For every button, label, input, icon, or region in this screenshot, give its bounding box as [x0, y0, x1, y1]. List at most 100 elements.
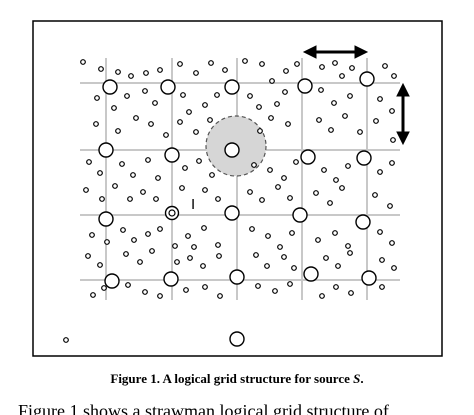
sensor-node [391, 73, 397, 79]
sensor-node [63, 337, 69, 343]
dominating-node [102, 79, 118, 95]
sensor-node [142, 88, 148, 94]
grid-lines [80, 58, 400, 300]
sensor-node [148, 121, 154, 127]
sensor-node [267, 167, 273, 173]
sensor-node [131, 237, 137, 243]
sensor-node [327, 200, 333, 206]
sensor-node [185, 233, 191, 239]
sensor-node [377, 229, 383, 235]
sensor-node [287, 281, 293, 287]
sensor-node [293, 159, 299, 165]
sensor-node [222, 67, 228, 73]
dominating-node [229, 269, 245, 285]
sensor-node [186, 109, 192, 115]
sensor-node [357, 129, 363, 135]
sensor-node [163, 132, 169, 138]
sensor-node [331, 100, 337, 106]
caption-period: . [360, 371, 364, 386]
small-nodes [63, 58, 397, 343]
sensor-node [328, 127, 334, 133]
sensor-node [373, 118, 379, 124]
sensor-node [269, 78, 275, 84]
sensor-node [97, 262, 103, 268]
dominating-node [356, 150, 372, 166]
sensor-node [247, 93, 253, 99]
sensor-node [183, 287, 189, 293]
sensor-node [111, 105, 117, 111]
sensor-node [180, 92, 186, 98]
horizontal-arrow-head-right [354, 45, 369, 59]
sensor-node [101, 285, 107, 291]
sensor-node [313, 190, 319, 196]
sensor-node [133, 115, 139, 121]
sensor-node [97, 170, 103, 176]
sensor-node [80, 59, 86, 65]
sensor-node [272, 288, 278, 294]
sensor-node [283, 68, 289, 74]
sensor-node [157, 293, 163, 299]
sensor-node [318, 87, 324, 93]
sensor-node [379, 284, 385, 290]
sensor-node [379, 257, 385, 263]
sensor-node [321, 167, 327, 173]
dominating-node [104, 273, 120, 289]
sensor-node [157, 226, 163, 232]
sensor-node [294, 61, 300, 67]
sensor-node [207, 117, 213, 123]
sensor-node [274, 101, 280, 107]
sensor-node [86, 159, 92, 165]
sensor-node [348, 290, 354, 296]
sensor-node [253, 252, 259, 258]
dominating-node [359, 71, 375, 87]
sensor-node [287, 195, 293, 201]
source-node-inner [168, 209, 176, 217]
sensor-node [119, 161, 125, 167]
dominating-node [98, 142, 114, 158]
sensor-node [142, 289, 148, 295]
sensor-node [382, 63, 388, 69]
sensor-node [264, 263, 270, 269]
sensor-node [99, 196, 105, 202]
sensor-node [389, 160, 395, 166]
sensor-node [242, 58, 248, 64]
sensor-node [285, 121, 291, 127]
sensor-node [155, 175, 161, 181]
sensor-node [112, 183, 118, 189]
sensor-node [182, 165, 188, 171]
sensor-node [187, 255, 193, 261]
sensor-node [83, 187, 89, 193]
sensor-node [98, 66, 104, 72]
sensor-node [256, 104, 262, 110]
sensor-node [216, 253, 222, 259]
sensor-node [335, 263, 341, 269]
sensor-node [214, 92, 220, 98]
sensor-node [282, 89, 288, 95]
sensor-node [332, 60, 338, 66]
sensor-node [347, 250, 353, 256]
sensor-node [281, 175, 287, 181]
sensor-node [202, 284, 208, 290]
sensor-node [390, 137, 396, 143]
sensor-node [202, 102, 208, 108]
sensor-node [145, 231, 151, 237]
dominating-nodes [98, 71, 377, 347]
sensor-node [191, 244, 197, 250]
sensor-node [342, 113, 348, 119]
sensor-node [389, 240, 395, 246]
sensor-node [333, 177, 339, 183]
sensor-node [259, 197, 265, 203]
sensor-node [391, 265, 397, 271]
sensor-node [89, 232, 95, 238]
sensor-node [201, 225, 207, 231]
dominating-node [300, 149, 316, 165]
sensor-node [140, 189, 146, 195]
sensor-node [149, 248, 155, 254]
sensor-node [115, 128, 121, 134]
sensor-node [115, 69, 121, 75]
sensor-node [177, 61, 183, 67]
sensor-node [268, 115, 274, 121]
sensor-node [249, 226, 255, 232]
node-marker-label: I [191, 196, 195, 213]
